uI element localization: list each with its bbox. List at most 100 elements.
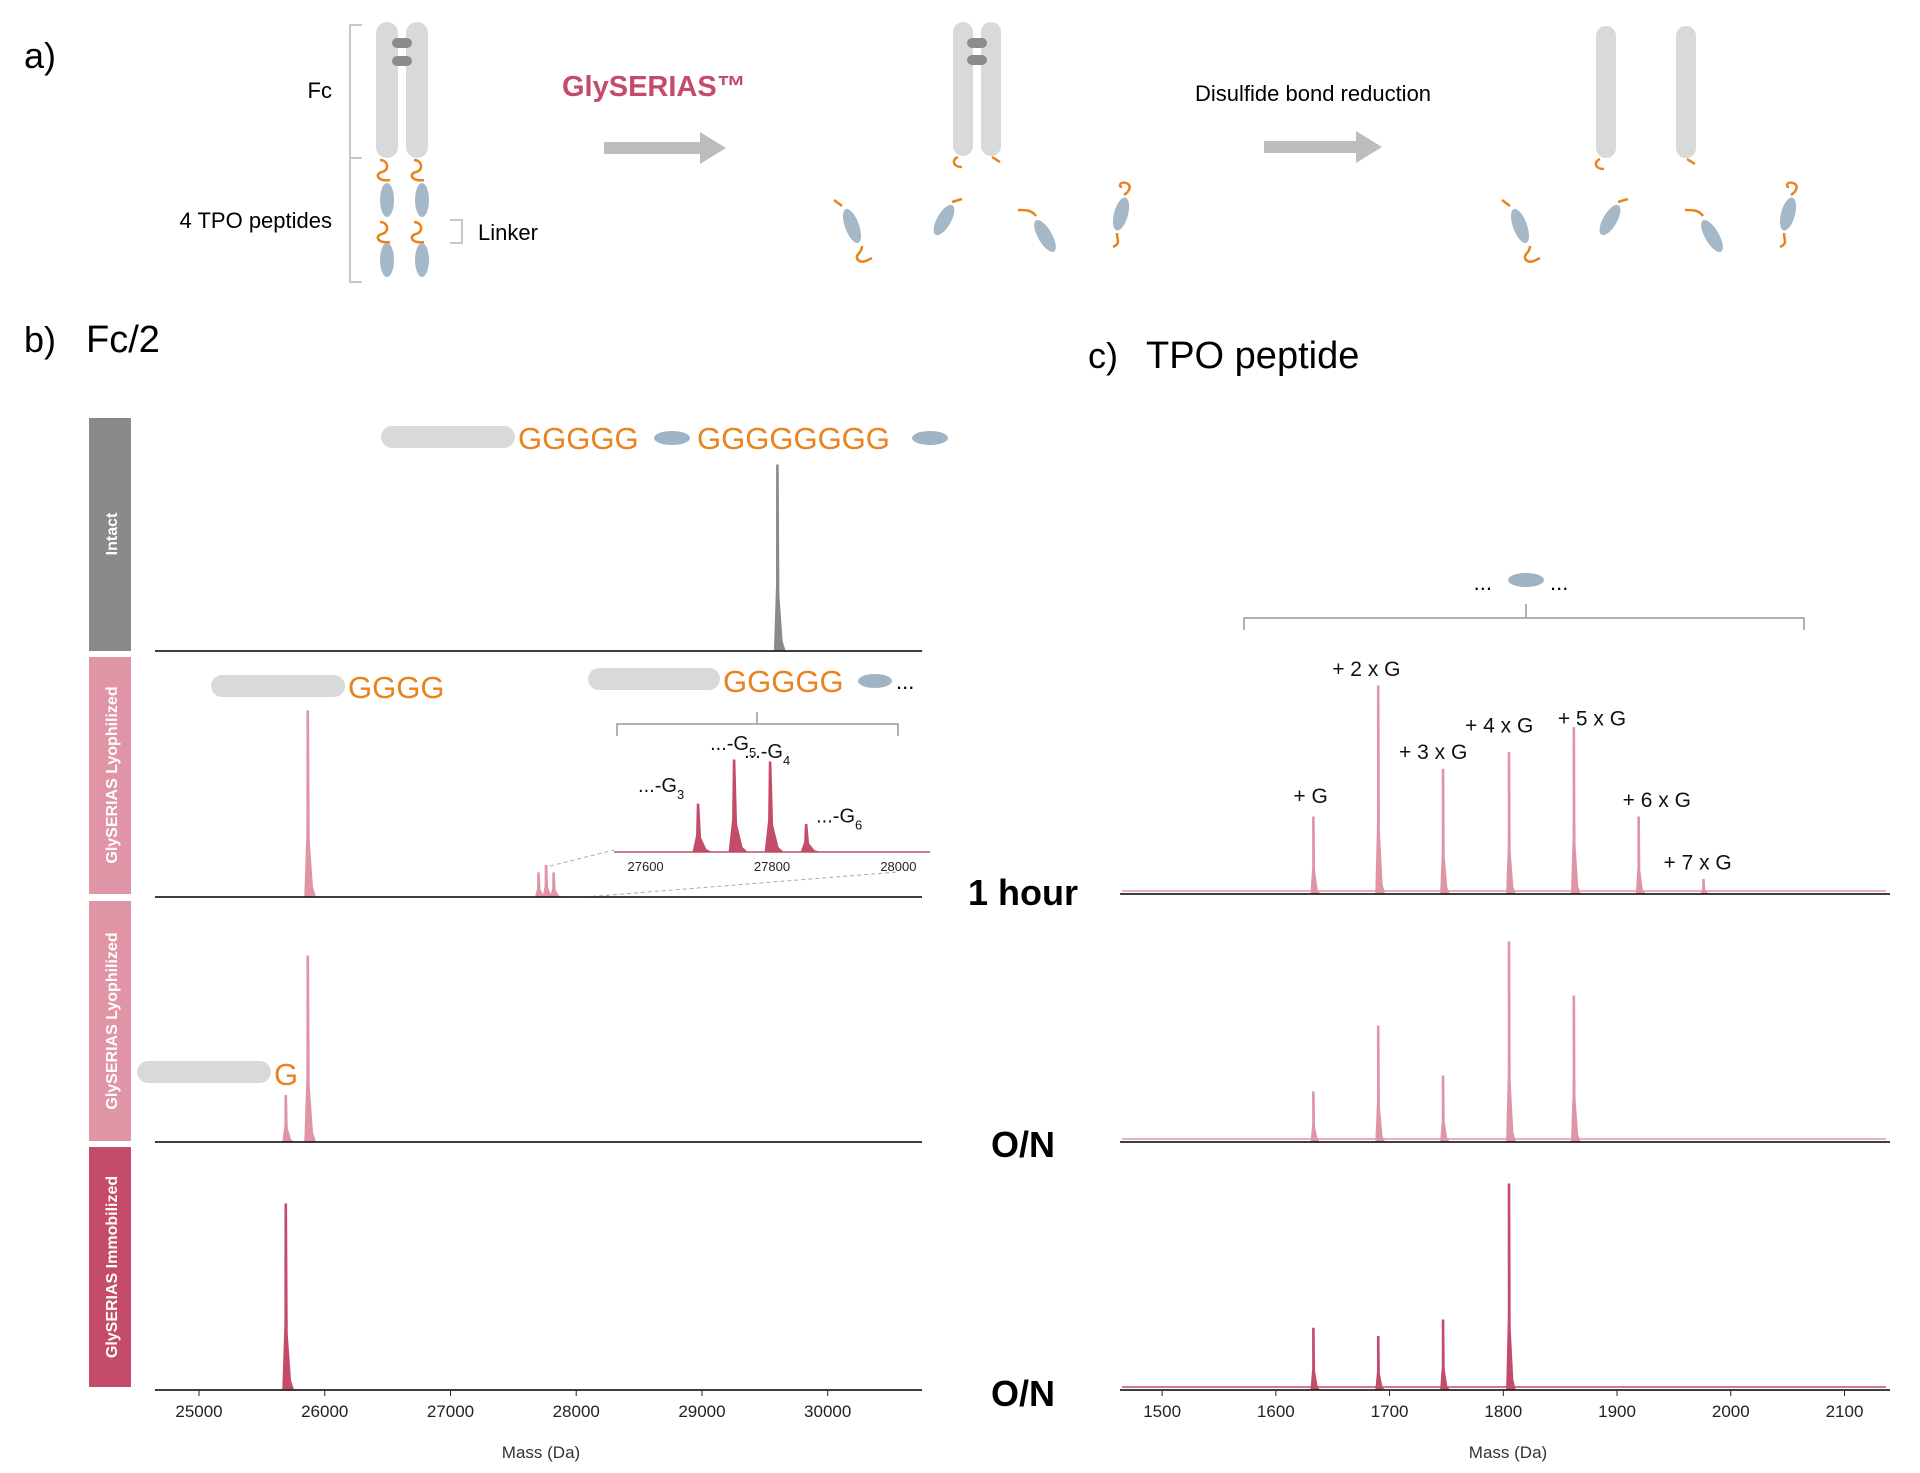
fc-half-bar xyxy=(137,1061,271,1083)
lyophilized-construct-annotation: GGGG GGGGG ... xyxy=(211,664,914,705)
track-strip-bg xyxy=(89,1147,131,1387)
inset-peak-label-subscript: 5 xyxy=(749,745,756,760)
tpo-x-axis-label: Mass (Da) xyxy=(1469,1443,1547,1462)
linker xyxy=(991,155,1001,164)
x-tick-label: 1900 xyxy=(1598,1402,1636,1421)
linker xyxy=(1112,181,1131,249)
arrow-icon xyxy=(604,132,726,164)
inset-peak xyxy=(764,761,785,853)
reduction-label: Disulfide bond reduction xyxy=(1195,81,1431,106)
glycine-linker-text: GGGGGGGG xyxy=(697,421,890,456)
inset-peak-label-subscript: 4 xyxy=(783,753,790,768)
x-tick-label: 28000 xyxy=(553,1402,600,1421)
spectrum-peak xyxy=(304,710,317,898)
fc2-x-axis-label: Mass (Da) xyxy=(502,1443,580,1462)
panel-c-title: TPO peptide xyxy=(1146,335,1359,377)
tpo-track-2 xyxy=(1120,1183,1890,1391)
inset-tick-label: 27600 xyxy=(628,859,664,874)
tpo-spectra: + G+ 2 x G+ 3 x G+ 4 x G+ 5 x G+ 6 x G+ … xyxy=(1120,658,1890,1391)
linker xyxy=(410,158,425,182)
track-name: Intact xyxy=(104,512,121,555)
fc2-track-2 xyxy=(155,955,922,1143)
condition-label: O/N xyxy=(991,1373,1055,1414)
spectrum-peak xyxy=(282,1203,295,1391)
peptide-bracket xyxy=(1243,604,1805,630)
spectrum-peak xyxy=(1375,1025,1386,1143)
tpo-peptide xyxy=(380,183,394,217)
linker xyxy=(376,158,391,182)
spectrum-peak xyxy=(1440,768,1451,895)
spectrum-peak xyxy=(1635,816,1646,895)
tpo-track-0: + G+ 2 x G+ 3 x G+ 4 x G+ 5 x G+ 6 x G+ … xyxy=(1120,658,1890,895)
spectrum-peak xyxy=(304,955,317,1143)
spectrum-peak xyxy=(549,872,562,898)
inset-peak-label: ...-G5 xyxy=(710,733,756,760)
inset-peak-label: ...-G3 xyxy=(638,775,684,802)
tpo-peptide xyxy=(933,204,955,236)
inset-peak-label: ...-G6 xyxy=(816,805,862,832)
peak-label: + 6 x G xyxy=(1623,789,1691,812)
lyophilized-on-construct-annotation: G xyxy=(137,1057,298,1092)
spectrum-peak xyxy=(1570,727,1581,895)
inset-tick-label: 27800 xyxy=(754,859,790,874)
glycine-linker-text: GGGGG xyxy=(518,421,639,456)
disulfide-bond xyxy=(392,38,412,48)
tpo-peptide xyxy=(842,208,862,244)
inset-peak xyxy=(692,803,712,853)
linker xyxy=(951,197,963,204)
peak-label: + 2 x G xyxy=(1332,658,1400,681)
x-tick-label: 1600 xyxy=(1257,1402,1295,1421)
panel-a-label: a) xyxy=(24,35,56,76)
spectrum-peak xyxy=(1375,685,1386,895)
x-tick-label: 1800 xyxy=(1484,1402,1522,1421)
tpo-peptide-icon xyxy=(912,431,948,445)
linker xyxy=(410,220,425,244)
linker xyxy=(1686,157,1696,166)
tpo-peptide xyxy=(380,243,394,277)
cleaved-products-diagram xyxy=(833,22,1131,263)
spectrum-peak xyxy=(1310,1091,1321,1143)
fc-bracket xyxy=(349,24,362,283)
linker xyxy=(1501,199,1541,263)
linker-label: Linker xyxy=(478,220,538,245)
linker xyxy=(1617,197,1629,204)
linker xyxy=(376,220,391,244)
tpo-peptide xyxy=(1034,220,1056,252)
tpo-peptide xyxy=(1779,197,1797,231)
spectrum-peak xyxy=(1310,1327,1321,1391)
panel-c: c) TPO peptide ... ... + G+ 2 x G+ 3 x G… xyxy=(1088,335,1890,1462)
glycine-linker-text: G xyxy=(274,1057,298,1092)
glycine-linker-text: GGGGG xyxy=(723,664,844,699)
fc-half-bar xyxy=(211,675,345,697)
inset-tick-label: 28000 xyxy=(880,859,916,874)
spectrum-peak xyxy=(773,464,786,652)
tpo-peptide xyxy=(1112,197,1130,231)
condition-label: 1 hour xyxy=(968,872,1078,913)
tpo-peptide-icon xyxy=(858,674,892,688)
spectrum-peak xyxy=(1506,941,1516,1143)
x-tick-label: 27000 xyxy=(427,1402,474,1421)
tpo-peptide-icon xyxy=(654,431,690,445)
inset-peak-label-subscript: 6 xyxy=(855,817,862,832)
fc-chain-right xyxy=(981,22,1001,156)
spectrum-peak xyxy=(1506,1183,1516,1391)
peak-label: + 3 x G xyxy=(1399,741,1467,764)
tpo-peptide xyxy=(415,183,429,217)
track-strip-2: GlySERIAS Lyophilized xyxy=(89,901,131,1141)
enzyme-label: GlySERIAS™ xyxy=(562,71,746,103)
spectrum-peak xyxy=(1700,878,1710,895)
inset-peak xyxy=(800,823,820,853)
track-strip-0: Intact xyxy=(89,418,131,651)
tpo-peptide xyxy=(1510,208,1530,244)
peak-label: + 4 x G xyxy=(1465,715,1533,738)
panel-b: b) Fc/2 Intact GlySERIAS Lyophilized Gly… xyxy=(24,319,948,1462)
panel-b-label: b) xyxy=(24,319,56,360)
spectrum-peak xyxy=(282,1095,296,1143)
linker xyxy=(1017,208,1038,217)
x-tick-label: 2100 xyxy=(1826,1402,1864,1421)
intact-fc-tpo-diagram: Linker xyxy=(376,22,538,277)
linker-bracket xyxy=(450,219,463,244)
fc-half-right xyxy=(1676,26,1696,158)
fc-label: Fc xyxy=(308,78,332,103)
